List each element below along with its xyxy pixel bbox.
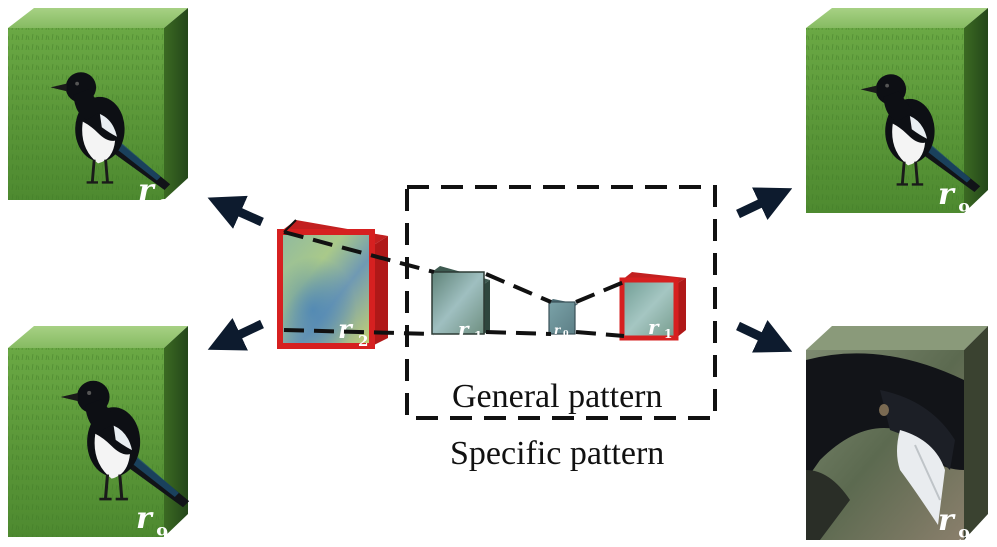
image-tile-top-right: r 9 [806, 8, 988, 221]
map-label-r: r [648, 315, 660, 339]
general-pattern-box [405, 185, 717, 420]
image-tile-bottom-right: r 9 [806, 326, 988, 547]
map-label-r: r [458, 317, 470, 341]
map-label-sub: 2 [358, 332, 368, 350]
tile-label-r: r [938, 503, 956, 538]
arrow-bottom-right [736, 320, 793, 353]
image-tile-top-left: r 9 [8, 8, 188, 217]
tile-label-r: r [138, 173, 156, 208]
map-label-sub: 0 [563, 328, 569, 338]
connector-lines [283, 219, 625, 338]
arrow-top-left [207, 195, 264, 229]
image-tile-bottom-left: r 9 [8, 326, 191, 545]
map-label-sub: 1 [474, 329, 482, 343]
tile-label-sub: 9 [958, 526, 971, 547]
feature-map-right: r 1 [619, 272, 686, 341]
tile-label-r: r [136, 501, 154, 536]
tile-label-sub: 9 [158, 196, 171, 217]
map-label-sub: 1 [664, 327, 672, 341]
magpie-closeup-icon [806, 353, 964, 540]
arrow-top-right [736, 187, 793, 220]
tile-label-sub: 9 [156, 524, 169, 545]
feature-map-mid: r 1 [431, 266, 490, 343]
arrow-bottom-left [207, 318, 264, 351]
map-label-r: r [554, 323, 562, 337]
general-pattern-caption: General pattern [452, 378, 663, 415]
tile-label-sub: 9 [958, 200, 971, 221]
feature-map-center: r 0 [548, 299, 578, 338]
specific-pattern-caption: Specific pattern [450, 435, 665, 472]
tile-label-r: r [938, 177, 956, 212]
